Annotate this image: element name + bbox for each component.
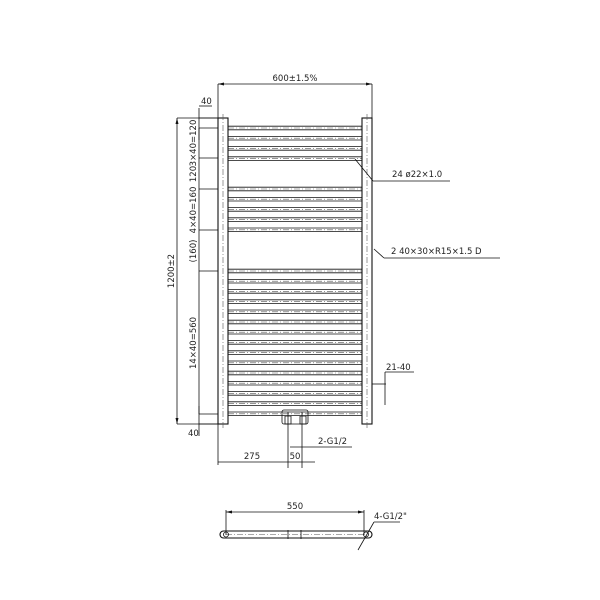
top-offset-label: 40 [201,97,212,107]
svg-text:2 40×30×R15×1.5 D: 2 40×30×R15×1.5 D [391,247,482,257]
plan-width-label: 550 [287,502,303,512]
inlet-callout-label: 2-G1/2 [318,437,347,447]
plan-view: 550 4-G1/2" [219,502,407,551]
svg-text:24 ø22×1.0: 24 ø22×1.0 [392,170,442,180]
tube-callout: 24 ø22×1.0 [354,158,450,182]
inlet-offset-label: 275 [244,452,260,462]
group2-label: 4×40=160 [189,187,199,234]
group1-label: 3×40=120 [189,120,199,167]
height-dimension: 1200±2 [167,117,218,425]
rail-callout: 2 40×30×R15×1.5 D [373,247,500,259]
plan-callout-label: 4-G1/2" [374,512,407,522]
tube-bars [228,125,362,417]
inlet-spacing-label: 50 [290,452,301,462]
svg-text:21-40: 21-40 [386,363,411,373]
height-dim-label: 1200±2 [167,254,177,288]
bar-spacing-dimensions: 40 3×40=120 120 4×40=160 (160) 14×40=560… [188,97,218,439]
gap1-label: 120 [189,166,199,182]
bracket-callout: 21-40 [372,363,414,405]
group3-label: 14×40=560 [189,317,199,369]
width-dim-label: 600±1.5% [273,74,318,84]
width-dimension: 600±1.5% [217,74,373,118]
valve-connection: 2-G1/2 275 50 [217,409,352,468]
bottom-offset-label: 40 [188,429,199,439]
gap2-label: (160) [189,240,199,263]
